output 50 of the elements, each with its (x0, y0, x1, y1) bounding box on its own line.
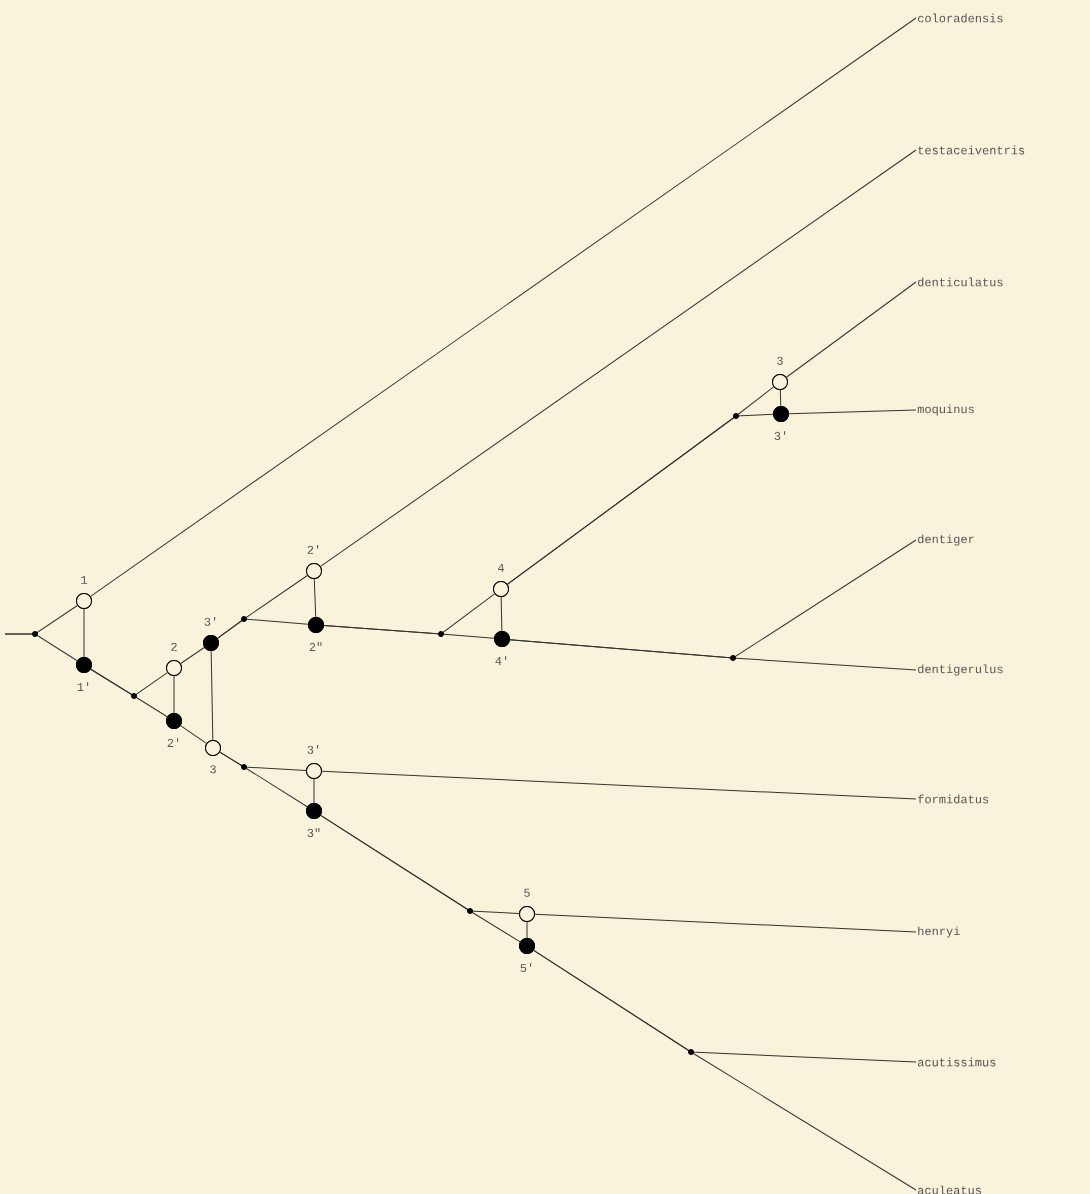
branch-line (509, 639, 917, 671)
state-label: 5 (524, 888, 530, 897)
branch-line (90, 668, 168, 718)
species-name: acutissimus (917, 1057, 996, 1067)
branch-line (4, 633, 78, 662)
species-name: testaceiventris (918, 145, 1025, 155)
state-label: 1' (77, 682, 89, 691)
state-label: 2" (309, 642, 322, 651)
branch-line (320, 814, 521, 943)
state-label: 5' (520, 963, 532, 972)
state-label: 3' (307, 745, 319, 754)
state-label: 2' (307, 545, 319, 554)
branch-line (219, 751, 308, 808)
state-label: 3 (210, 765, 216, 774)
species-name: aculeatus (917, 1185, 981, 1194)
species-name: moquinus (917, 404, 974, 416)
branch-line (320, 149, 917, 567)
state-label: 1 (81, 575, 87, 584)
state-label: 4 (498, 563, 504, 572)
state-label: 2 (171, 642, 177, 651)
branch-line (83, 608, 85, 658)
branch-line (180, 646, 205, 664)
branch-line (788, 409, 917, 415)
branch-line (323, 625, 495, 639)
branch-line (180, 725, 207, 744)
state-label: 2' (167, 738, 179, 747)
branch-line (313, 778, 315, 804)
branch-line (533, 949, 917, 1191)
state-label: 3' (774, 431, 786, 440)
state-label: 3" (307, 828, 320, 837)
species-name: henryi (918, 926, 960, 938)
branch-line (534, 913, 917, 933)
species-name: denticulatus (918, 277, 1003, 287)
branch-line (313, 578, 317, 618)
state-label: 4' (495, 656, 507, 665)
species-name: coloradensis (918, 13, 1003, 23)
branch-line (526, 921, 528, 939)
branch-line (500, 596, 503, 632)
branch-line (90, 17, 917, 597)
state-label: 3 (777, 356, 783, 365)
branch-line (173, 675, 175, 714)
branch-line (210, 650, 214, 741)
species-name: dentigerulus (918, 664, 1003, 676)
species-name: formidatus (918, 794, 989, 804)
branch-line (216, 618, 309, 639)
state-label: 3' (204, 617, 216, 626)
species-name: dentiger (918, 534, 974, 546)
branch-line (321, 770, 917, 800)
branch-line (785, 281, 917, 378)
branch-line (779, 389, 782, 407)
